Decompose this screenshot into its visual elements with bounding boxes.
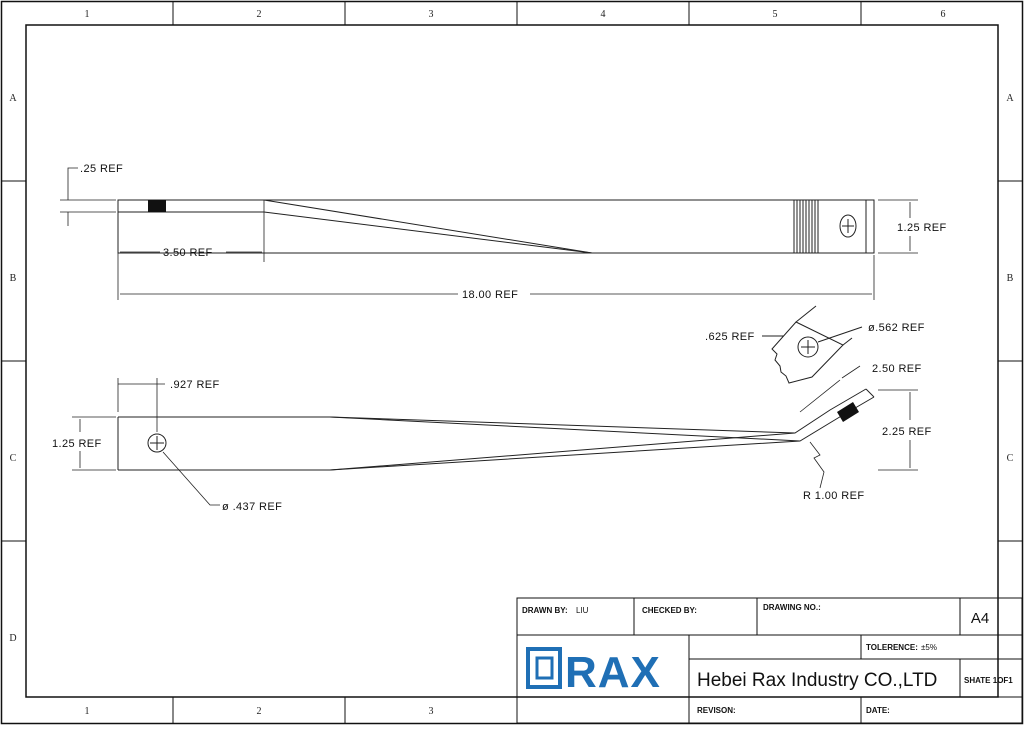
- row-label-b-right: B: [1007, 273, 1014, 284]
- tolerance-value: ±5%: [921, 643, 937, 652]
- dim-thickness: .25 REF: [80, 163, 123, 175]
- title-block: [516, 597, 1023, 724]
- detail-hole: [797, 336, 819, 358]
- top-view-dimensions: [60, 167, 918, 300]
- dim-rise: 2.25 REF: [882, 426, 932, 438]
- row-label-a-right: A: [1006, 93, 1014, 104]
- dim-radius: R 1.00 REF: [803, 490, 864, 502]
- top-view-hole: [839, 214, 857, 238]
- grip-lines: [793, 200, 819, 253]
- side-view: [117, 388, 875, 471]
- row-label-d-left: D: [9, 633, 16, 644]
- tolerance-label: TOLERENCE:: [866, 643, 918, 652]
- top-view-body: [117, 199, 875, 254]
- col-label-bottom-1: 1: [85, 706, 90, 717]
- dim-detail-width: .625 REF: [705, 331, 755, 343]
- logo-mark-inner: [535, 656, 554, 680]
- inner-border: [25, 24, 999, 698]
- row-label-c-left: C: [10, 453, 17, 464]
- dim-taper-start: 3.50 REF: [163, 247, 213, 259]
- side-view-dimensions: [72, 365, 918, 506]
- row-label-b-left: B: [10, 273, 17, 284]
- col-label-2: 2: [257, 9, 262, 20]
- logo-mark-outer: [526, 647, 562, 689]
- col-label-6: 6: [941, 9, 946, 20]
- col-label-1: 1: [85, 9, 90, 20]
- row-label-a-left: A: [9, 93, 17, 104]
- paper-size: A4: [971, 610, 989, 627]
- dim-bend-length: 2.50 REF: [872, 363, 922, 375]
- col-label-bottom-3: 3: [429, 706, 434, 717]
- col-label-3: 3: [429, 9, 434, 20]
- drawn-by-label: DRAWN BY:: [522, 606, 568, 615]
- row-label-c-right: C: [1007, 453, 1014, 464]
- checked-by-label: CHECKED BY:: [642, 606, 697, 615]
- dim-side-hole: ø .437 REF: [222, 501, 282, 513]
- company-name: Hebei Rax Industry CO.,LTD: [697, 670, 937, 691]
- dim-hole-offset: .927 REF: [170, 379, 220, 391]
- side-view-marker: [837, 402, 859, 422]
- zone-labels: 1 2 3 4 5 6 1 2 3 A B C D A B C: [9, 9, 1014, 717]
- detail-plate: [771, 321, 844, 384]
- dim-detail-hole: ø.562 REF: [868, 322, 925, 334]
- col-label-4: 4: [601, 9, 606, 20]
- dim-end-height: 1.25 REF: [897, 222, 947, 234]
- col-label-5: 5: [773, 9, 778, 20]
- col-label-bottom-2: 2: [257, 706, 262, 717]
- sheet-number: SHATE 1OF1: [964, 676, 1013, 685]
- side-view-hole: [147, 433, 167, 453]
- rax-logo: RAX: [526, 647, 661, 697]
- date-label: DATE:: [866, 706, 890, 715]
- drawn-by-value: LIU: [576, 606, 589, 615]
- detail-view: [762, 305, 863, 384]
- top-view: [117, 199, 875, 254]
- logo-text: RAX: [565, 648, 661, 697]
- revision-label: REVISON:: [697, 706, 736, 715]
- top-view-marker: [148, 200, 166, 212]
- dim-side-height: 1.25 REF: [52, 438, 102, 450]
- drawing-no-label: DRAWING NO.:: [763, 603, 821, 612]
- dim-overall-length: 18.00 REF: [462, 289, 518, 301]
